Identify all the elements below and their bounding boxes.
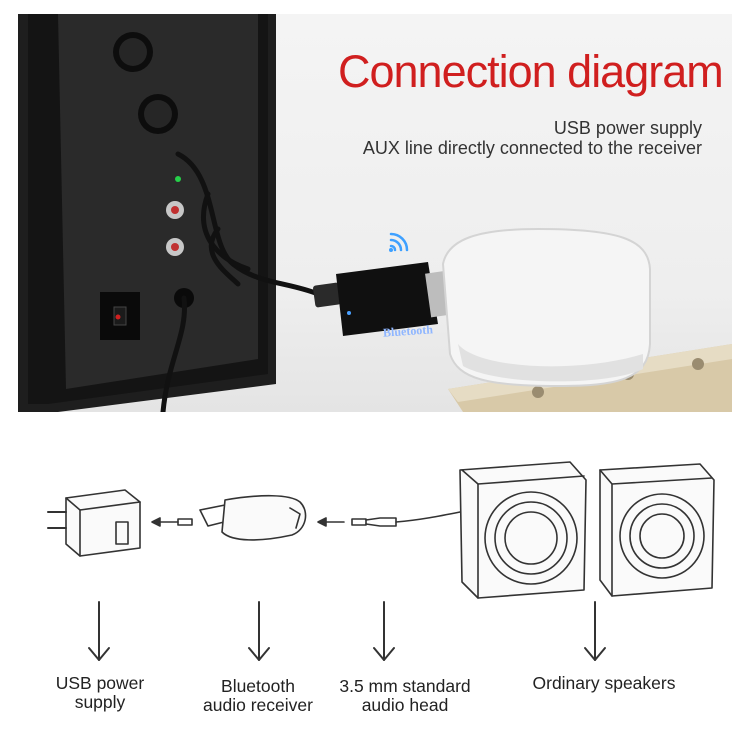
caption-line: 3.5 mm standard xyxy=(339,676,471,696)
receiver-drawing xyxy=(199,494,307,541)
caption-bluetooth-receiver: Bluetooth audio receiver xyxy=(188,677,328,715)
caption-line: Ordinary speakers xyxy=(532,673,676,693)
usb-adapter-drawing xyxy=(47,489,141,557)
diagram-title: Connection diagram xyxy=(338,46,724,97)
down-arrow-audio-head xyxy=(373,601,395,661)
arrow-to-adapter xyxy=(151,517,193,527)
photo-illustration xyxy=(18,14,732,412)
caption-audio-head: 3.5 mm standard audio head xyxy=(325,677,485,715)
connection-photo: Connection diagram USB power supply AUX … xyxy=(18,14,732,412)
line-art xyxy=(47,461,715,661)
arrow-to-receiver xyxy=(317,511,461,527)
down-arrow-speakers xyxy=(584,601,606,661)
caption-usb-power-supply: USB power supply xyxy=(45,674,155,712)
speaker-right-drawing xyxy=(599,463,715,597)
caption-line: supply xyxy=(74,692,126,712)
wireless-signal-icon xyxy=(389,232,409,252)
subtitle-aux-line: AUX line directly connected to the recei… xyxy=(362,138,702,158)
speaker-left-drawing xyxy=(459,461,587,599)
usb-power-adapter xyxy=(441,227,651,388)
down-arrow-usb xyxy=(88,601,110,661)
speaker-back-panel xyxy=(18,14,276,412)
subtitle-usb-power: USB power supply xyxy=(553,118,702,138)
caption-line: USB power xyxy=(55,673,145,693)
caption-line: audio head xyxy=(361,695,449,715)
caption-line: audio receiver xyxy=(203,695,313,715)
caption-line: Bluetooth xyxy=(221,676,295,696)
aux-cable xyxy=(160,151,321,412)
down-arrow-receiver xyxy=(248,601,270,661)
caption-ordinary-speakers: Ordinary speakers xyxy=(515,674,693,693)
